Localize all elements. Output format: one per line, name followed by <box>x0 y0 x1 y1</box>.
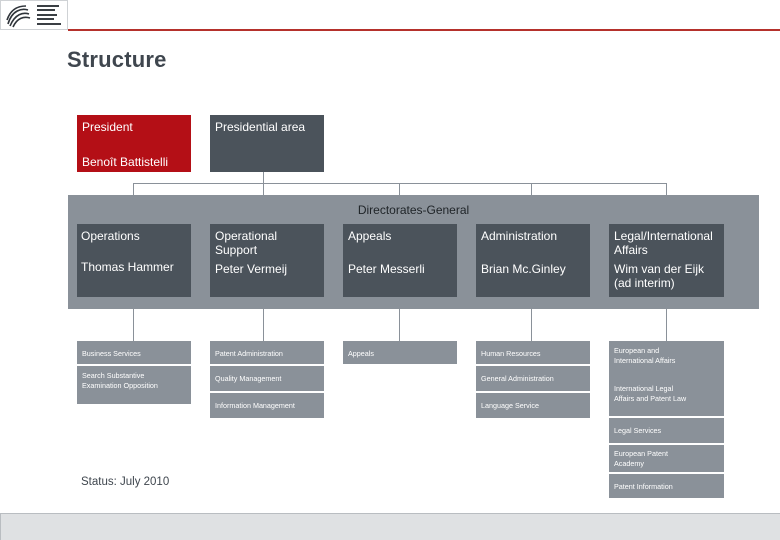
dg-head: Thomas Hammer <box>81 260 174 274</box>
connector-line <box>263 172 264 183</box>
connector-line <box>133 183 134 195</box>
directorates-general-heading: Directorates-General <box>357 203 470 217</box>
unit-appeals: Appeals <box>343 341 457 364</box>
unit-label: Language Service <box>481 401 539 410</box>
logo-text-line <box>37 5 59 7</box>
unit-human-resources: Human Resources <box>476 341 590 364</box>
president-name: Benoît Battistelli <box>82 155 169 169</box>
unit-label: Appeals <box>348 349 374 358</box>
president-box: President Benoît Battistelli <box>77 115 191 172</box>
connector-line <box>399 309 400 341</box>
connector-line <box>263 309 264 341</box>
unit-label: General Administration <box>481 374 554 383</box>
page-title: Structure <box>67 47 167 72</box>
unit-business-services: Business Services <box>77 341 191 364</box>
footer-bar <box>0 513 780 540</box>
unit-information-management: Information Management <box>210 393 324 418</box>
status-text: Status: July 2010 <box>81 476 170 488</box>
dg-title: Administration <box>481 229 558 243</box>
logo-text-line <box>37 23 61 25</box>
header-rule <box>68 29 780 31</box>
presidential-area-label: Presidential area <box>215 120 306 134</box>
dg-title: Legal/International Affairs <box>614 229 713 257</box>
unit-european-international-affairs: European and International Affairs Inter… <box>609 341 724 416</box>
dg-operations: Operations Thomas Hammer <box>77 224 191 297</box>
unit-european-patent-academy: European Patent Academy <box>609 445 724 472</box>
logo <box>0 0 68 30</box>
dg-title: Appeals <box>348 229 392 243</box>
dg-operational-support: Operational Support Peter Vermeij <box>210 224 324 297</box>
logo-text-line <box>37 14 57 16</box>
unit-patent-administration: Patent Administration <box>210 341 324 364</box>
logo-text-line <box>37 9 55 11</box>
unit-search-examination-opposition: Search Substantive Examination Oppositio… <box>77 366 191 404</box>
unit-label: International Legal Affairs and Patent L… <box>614 384 687 403</box>
dg-appeals: Appeals Peter Messerli <box>343 224 457 297</box>
unit-quality-management: Quality Management <box>210 366 324 391</box>
dg-head: Brian Mc.Ginley <box>481 262 566 276</box>
unit-label: Search Substantive Examination Oppositio… <box>82 371 158 390</box>
connector-line <box>133 183 667 184</box>
unit-general-administration: General Administration <box>476 366 590 391</box>
dg-title: Operations <box>81 229 140 243</box>
unit-patent-information: Patent Information <box>609 474 724 498</box>
unit-language-service: Language Service <box>476 393 590 418</box>
connector-line <box>263 183 264 195</box>
dg-legal-international-affairs: Legal/International Affairs Wim van der … <box>609 224 724 297</box>
president-role: President <box>82 120 133 134</box>
connector-line <box>531 309 532 341</box>
dg-head: Wim van der Eijk (ad interim) <box>614 262 705 290</box>
unit-label: Business Services <box>82 349 141 358</box>
unit-label: Quality Management <box>215 374 282 383</box>
unit-label: Human Resources <box>481 349 541 358</box>
presidential-area-box: Presidential area <box>210 115 324 172</box>
epo-logo-icon <box>6 5 31 28</box>
connector-line <box>531 183 532 195</box>
logo-text-line <box>37 18 54 20</box>
connector-line <box>399 183 400 195</box>
unit-label: European and International Affairs <box>614 346 676 365</box>
dg-administration: Administration Brian Mc.Ginley <box>476 224 590 297</box>
connector-line <box>666 309 667 341</box>
unit-label: Patent Administration <box>215 349 283 358</box>
connector-line <box>666 183 667 195</box>
dg-title: Operational Support <box>215 229 278 257</box>
unit-label: Information Management <box>215 401 295 410</box>
unit-label: European Patent Academy <box>614 449 668 468</box>
dg-head: Peter Messerli <box>348 262 425 276</box>
unit-legal-services: Legal Services <box>609 418 724 443</box>
unit-label: Legal Services <box>614 426 662 435</box>
unit-label: Patent Information <box>614 482 673 491</box>
dg-head: Peter Vermeij <box>215 262 288 276</box>
connector-line <box>133 309 134 341</box>
